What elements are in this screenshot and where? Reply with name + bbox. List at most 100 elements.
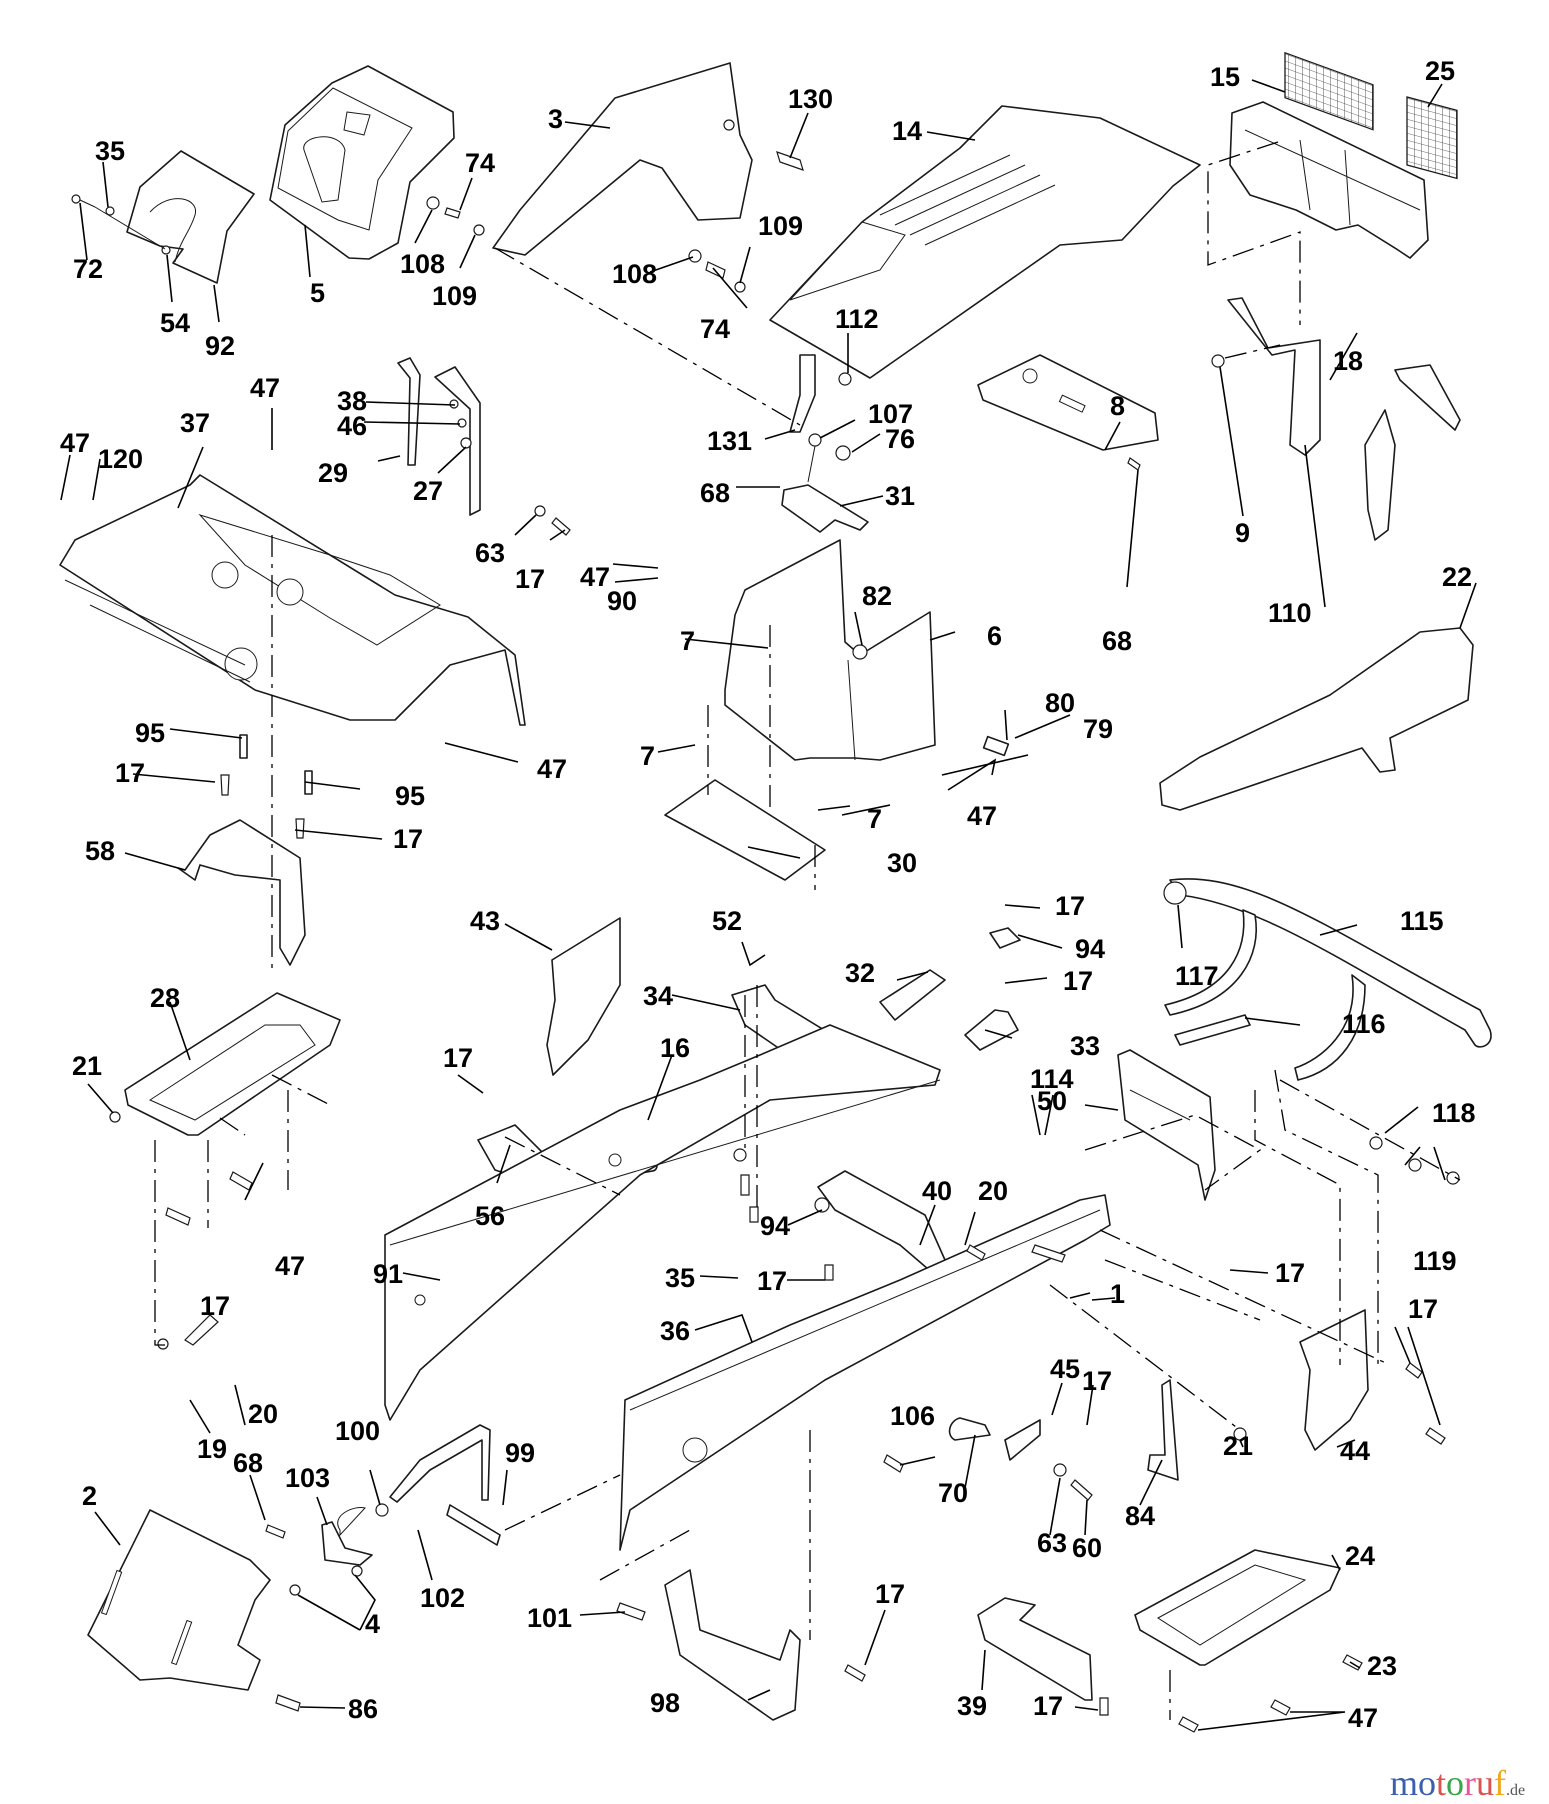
callout-108b: 108 <box>612 259 657 289</box>
part-1-frame-rail-right <box>619 1194 1111 1551</box>
part-58-bracket <box>177 734 313 966</box>
watermark-letter: f <box>1494 1763 1507 1803</box>
part-20-bolt-frame <box>966 1244 986 1261</box>
part-46-washer <box>457 418 467 428</box>
part-31-bracket <box>781 484 869 533</box>
callout-80: 80 <box>1045 688 1075 718</box>
watermark-letter: t <box>1436 1763 1447 1803</box>
part-63-washer-hook <box>1053 1463 1067 1477</box>
callout-14: 14 <box>892 116 922 146</box>
part-18-front-housing <box>1229 101 1429 259</box>
part-101-bolt <box>616 1602 646 1621</box>
callout-68: 68 <box>700 478 730 508</box>
assembly-line-18 <box>1207 141 1301 325</box>
part-9-nut <box>1211 354 1225 368</box>
callout-32: 32 <box>845 958 875 988</box>
callout-103: 103 <box>285 1463 330 1493</box>
callout-112: 112 <box>835 304 879 334</box>
callout-109b: 109 <box>758 211 803 241</box>
callout-1: 1 <box>1110 1279 1125 1309</box>
callout-27: 27 <box>413 476 443 506</box>
callout-44: 44 <box>1340 1436 1370 1466</box>
callout-47b: 47 <box>60 428 90 458</box>
assembly-lines <box>154 247 1461 1720</box>
part-63-washer <box>534 505 546 517</box>
callout-9: 9 <box>1235 518 1250 548</box>
part-86-bolt <box>275 1694 301 1712</box>
callout-7c: 7 <box>867 804 882 834</box>
callout-110: 110 <box>1268 598 1312 628</box>
part-60-bolt <box>1070 1479 1093 1501</box>
part-15-grille <box>1284 51 1374 131</box>
part-2-mounting-plate <box>87 1509 271 1691</box>
part-36-bolt-b <box>749 1206 759 1223</box>
part-33-bracket <box>964 927 1021 1051</box>
callout-36: 36 <box>660 1316 690 1346</box>
part-22-bumper <box>1159 627 1474 811</box>
callout-79: 79 <box>1083 714 1113 744</box>
callout-92: 92 <box>205 331 235 361</box>
part-117-cap <box>1163 881 1187 905</box>
callout-24: 24 <box>1345 1541 1375 1571</box>
part-45-bracket <box>1004 1419 1041 1461</box>
part-37-fender <box>59 474 526 726</box>
part-17-bolt-frame <box>824 1264 834 1281</box>
callout-18: 18 <box>1333 346 1363 376</box>
callout-37: 37 <box>180 408 210 438</box>
part-3-dash-panel <box>492 62 753 256</box>
callout-130: 130 <box>788 84 833 114</box>
callout-72: 72 <box>73 254 103 284</box>
part-35-washer-frame <box>733 1148 747 1162</box>
callout-38: 38 <box>337 386 367 416</box>
callout-17h: 17 <box>757 1266 787 1296</box>
callout-47d: 47 <box>537 754 567 784</box>
part-119-nut-a <box>1408 1158 1422 1172</box>
part-91-frame-rail-left <box>384 1024 941 1421</box>
hardware-108-74-109-right <box>688 249 746 293</box>
callout-29: 29 <box>318 458 348 488</box>
part-4-nut-a <box>351 1565 363 1577</box>
callout-20: 20 <box>978 1176 1008 1206</box>
part-102-hairpin <box>337 1506 366 1537</box>
callout-16: 16 <box>660 1033 690 1063</box>
watermark-letter: o <box>1446 1763 1465 1803</box>
callout-33: 33 <box>1070 1031 1100 1061</box>
callout-102: 102 <box>420 1583 465 1613</box>
part-99-lift-rod <box>337 1424 501 1546</box>
callout-17j: 17 <box>1408 1294 1438 1324</box>
part-95-pin-left <box>239 734 248 759</box>
callout-100: 100 <box>335 1416 380 1446</box>
callout-15: 15 <box>1210 62 1240 92</box>
callout-21: 21 <box>72 1051 102 1081</box>
part-94-clamp-frame <box>814 1197 830 1213</box>
callout-120: 120 <box>98 444 143 474</box>
callout-17l: 17 <box>875 1579 905 1609</box>
callout-28: 28 <box>150 983 180 1013</box>
part-98-skid-bracket <box>664 1569 801 1721</box>
callout-47g: 47 <box>1348 1703 1378 1733</box>
part-112-nut <box>838 372 852 386</box>
part-106-bolt <box>883 1454 904 1473</box>
callout-108: 108 <box>400 249 445 279</box>
part-21-nut-left <box>109 1111 121 1123</box>
callout-94: 94 <box>1075 934 1105 964</box>
callout-47e: 47 <box>967 801 997 831</box>
callout-23: 23 <box>1367 1651 1397 1681</box>
part-32-bracket <box>879 969 946 1021</box>
callout-84: 84 <box>1125 1501 1155 1531</box>
callout-17k: 17 <box>1082 1366 1112 1396</box>
part-47-bolt-24a <box>1270 1699 1291 1716</box>
callout-47c: 47 <box>580 562 610 592</box>
callout-131: 131 <box>707 426 752 456</box>
part-92-steering-plate <box>126 150 255 284</box>
callout-8: 8 <box>1110 391 1125 421</box>
watermark-suffix: .de <box>1506 1782 1526 1799</box>
callout-19: 19 <box>197 1434 227 1464</box>
callout-98: 98 <box>650 1688 680 1718</box>
watermark-letter: m <box>1390 1763 1419 1803</box>
part-50-bracket <box>1117 1049 1216 1201</box>
callout-5: 5 <box>310 278 325 308</box>
callout-31: 31 <box>885 481 915 511</box>
callout-101: 101 <box>527 1603 572 1633</box>
callout-47f: 47 <box>275 1251 305 1281</box>
